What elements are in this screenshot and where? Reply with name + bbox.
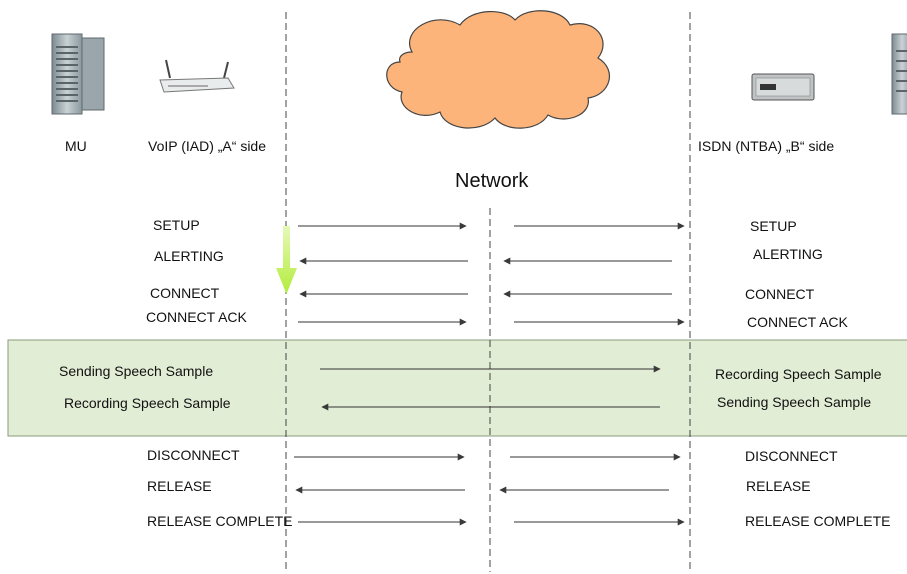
- msg-left-recording-sample: Recording Speech Sample: [64, 395, 231, 411]
- msg-right-release-complete: RELEASE COMPLETE: [745, 513, 891, 529]
- ntba-icon: [751, 73, 815, 101]
- msg-right-release: RELEASE: [746, 478, 811, 494]
- msg-left-setup: SETUP: [153, 217, 200, 233]
- msg-right-alerting: ALERTING: [753, 246, 823, 262]
- msg-left-alerting: ALERTING: [154, 248, 224, 264]
- network-cloud-icon: [386, 10, 610, 129]
- msg-left-release-complete: RELEASE COMPLETE: [147, 513, 293, 529]
- isdn-b-side-label: ISDN (NTBA) „B“ side: [698, 138, 835, 154]
- msg-left-connect-ack: CONNECT ACK: [146, 309, 247, 325]
- green-down-arrow-icon: [276, 226, 297, 294]
- msg-left-release: RELEASE: [147, 478, 212, 494]
- mu-label: MU: [65, 138, 87, 154]
- msg-right-connect-ack: CONNECT ACK: [747, 314, 848, 330]
- msg-right-connect: CONNECT: [745, 286, 815, 302]
- voip-a-side-label: VoIP (IAD) „A“ side: [148, 138, 267, 154]
- msg-right-recording-sample: Recording Speech Sample: [715, 366, 882, 382]
- server-icon: [891, 33, 907, 115]
- server-icon: [51, 33, 105, 115]
- speech-sample-band: [7, 339, 907, 437]
- msg-right-sending-sample: Sending Speech Sample: [717, 394, 872, 410]
- msg-right-disconnect: DISCONNECT: [745, 448, 838, 464]
- msg-right-setup: SETUP: [750, 218, 797, 234]
- network-label: Network: [455, 170, 529, 192]
- msg-left-connect: CONNECT: [150, 285, 220, 301]
- router-icon: [159, 59, 235, 93]
- msg-left-sending-sample: Sending Speech Sample: [59, 363, 214, 379]
- msg-left-disconnect: DISCONNECT: [147, 447, 240, 463]
